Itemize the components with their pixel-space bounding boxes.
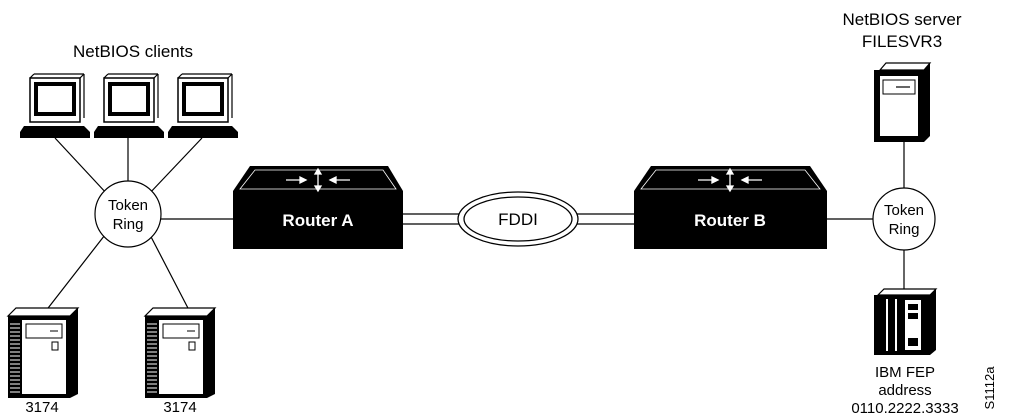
computer-icon bbox=[20, 73, 90, 138]
link-client-3 bbox=[147, 137, 203, 196]
controller-3174-left-label: 3174 bbox=[25, 399, 58, 416]
ibm-fep-icon bbox=[874, 288, 938, 355]
token-ring-left-line2: Ring bbox=[113, 216, 144, 233]
clients-label: NetBIOS clients bbox=[73, 42, 193, 61]
token-ring-right-line1: Token bbox=[884, 202, 924, 219]
fddi-ring-icon bbox=[457, 191, 579, 247]
router-a-icon bbox=[233, 166, 403, 249]
fddi-label: FDDI bbox=[498, 210, 538, 229]
connection-lines bbox=[44, 137, 905, 313]
server-label-line2: FILESVR3 bbox=[862, 32, 942, 51]
token-ring-left-line1: Token bbox=[108, 197, 148, 214]
controller-3174-right-icon bbox=[143, 307, 217, 398]
link-client-1 bbox=[54, 137, 109, 196]
fddi-links bbox=[403, 213, 634, 225]
token-ring-right-line2: Ring bbox=[889, 221, 920, 238]
computer-icon bbox=[168, 73, 238, 138]
controller-3174-right-label: 3174 bbox=[163, 399, 196, 416]
router-b-label: Router B bbox=[694, 211, 766, 230]
link-3174-left bbox=[44, 230, 109, 313]
server-icon bbox=[874, 62, 932, 142]
token-ring-left bbox=[94, 180, 162, 248]
server-label-line1: NetBIOS server bbox=[842, 10, 961, 29]
fep-label-line1: IBM FEP bbox=[875, 364, 935, 381]
router-a-label: Router A bbox=[282, 211, 353, 230]
token-ring-right bbox=[872, 187, 936, 251]
fep-label-line3: 0110.2222.3333 bbox=[851, 400, 958, 417]
controller-3174-left-icon bbox=[6, 307, 80, 398]
router-b-icon bbox=[634, 166, 827, 249]
computer-icon bbox=[94, 73, 164, 138]
figure-id: S1112a bbox=[982, 366, 997, 410]
link-3174-right bbox=[147, 230, 191, 313]
fep-label-line2: address bbox=[878, 382, 931, 399]
